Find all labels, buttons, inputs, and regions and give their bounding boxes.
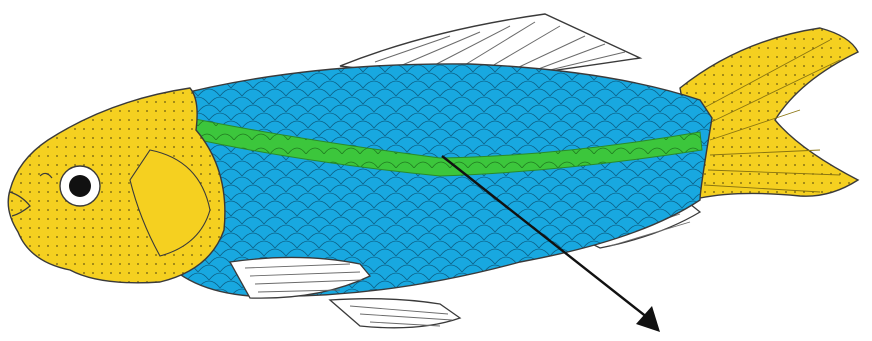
fish-eye [60,166,100,206]
pelvic-fin [330,299,460,328]
